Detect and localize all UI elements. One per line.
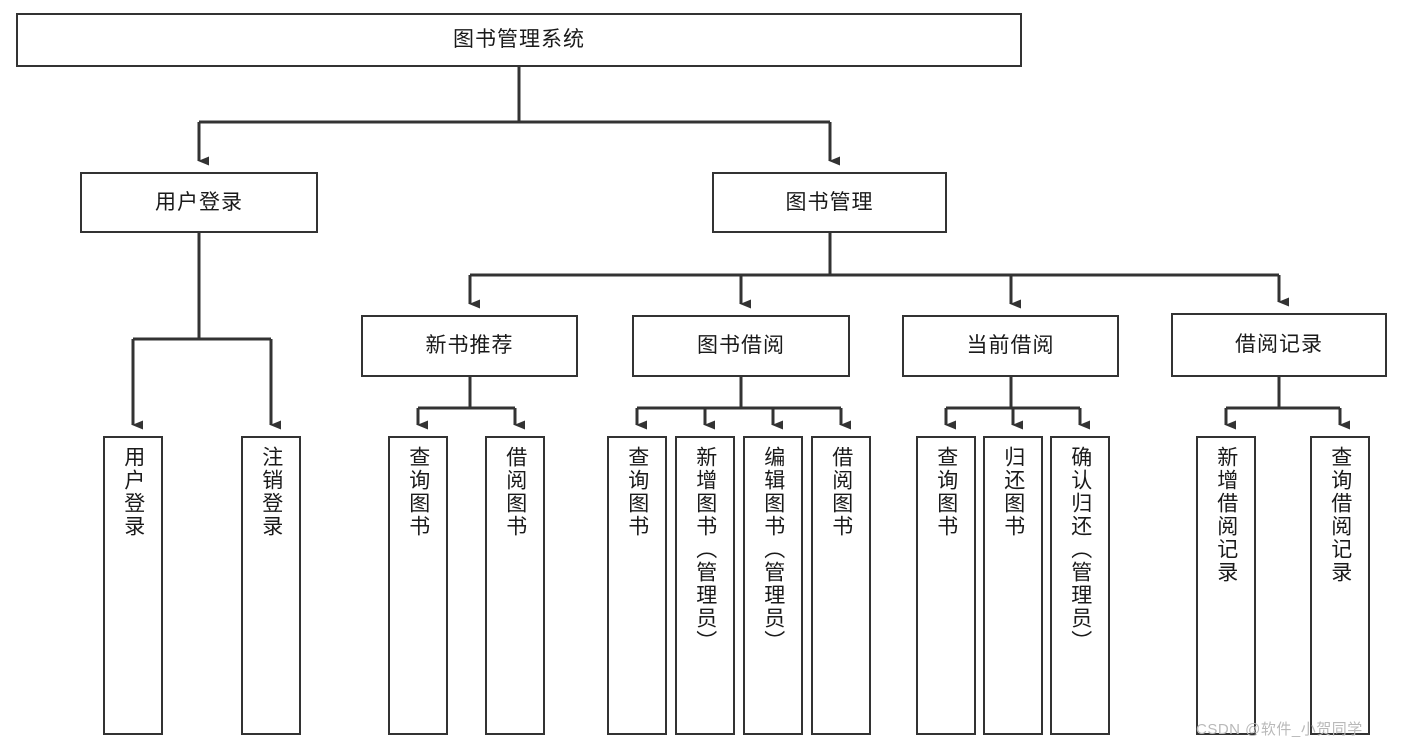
- node-leaf-8[interactable]: 查询图书: [916, 436, 976, 735]
- node-label: 查询图书: [406, 446, 430, 538]
- node-leaf-4[interactable]: 查询图书: [607, 436, 667, 735]
- node-leaf-9[interactable]: 归还图书: [983, 436, 1043, 735]
- node-leaf-6[interactable]: 编辑图书（管理员）: [743, 436, 803, 735]
- node-l2-0[interactable]: 新书推荐: [361, 315, 578, 377]
- node-label: 新增借阅记录: [1214, 446, 1238, 584]
- node-label: 当前借阅: [966, 334, 1055, 358]
- node-leaf-3[interactable]: 借阅图书: [485, 436, 545, 735]
- node-label: 借阅图书: [503, 446, 527, 538]
- node-label: 图书管理系统: [453, 28, 585, 52]
- node-leaf-10[interactable]: 确认归还（管理员）: [1050, 436, 1110, 735]
- csdn-watermark: CSDN @软件_小贺同学: [1196, 721, 1363, 738]
- node-leaf-7[interactable]: 借阅图书: [811, 436, 871, 735]
- node-label: 注销登录: [259, 446, 283, 538]
- node-label: 图书管理: [785, 190, 874, 214]
- node-l2-1[interactable]: 图书借阅: [632, 315, 850, 377]
- node-leaf-12[interactable]: 查询借阅记录: [1310, 436, 1370, 735]
- node-label: 确认归还（管理员）: [1068, 446, 1092, 653]
- node-label: 图书借阅: [697, 334, 785, 358]
- node-root[interactable]: 图书管理系统: [16, 13, 1022, 67]
- node-label: 借阅图书: [829, 446, 853, 538]
- node-l1-0[interactable]: 用户登录: [80, 172, 318, 233]
- node-label: 用户登录: [155, 190, 243, 214]
- node-leaf-0[interactable]: 用户登录: [103, 436, 163, 735]
- node-leaf-11[interactable]: 新增借阅记录: [1196, 436, 1256, 735]
- node-label: 编辑图书（管理员）: [761, 446, 785, 653]
- node-label: 新书推荐: [425, 334, 514, 358]
- node-leaf-5[interactable]: 新增图书（管理员）: [675, 436, 735, 735]
- node-label: 用户登录: [121, 446, 145, 538]
- node-leaf-1[interactable]: 注销登录: [241, 436, 301, 735]
- node-l2-2[interactable]: 当前借阅: [902, 315, 1119, 377]
- node-leaf-2[interactable]: 查询图书: [388, 436, 448, 735]
- node-label: 借阅记录: [1235, 333, 1323, 357]
- node-label: 归还图书: [1001, 446, 1025, 538]
- node-label: 查询借阅记录: [1328, 446, 1352, 584]
- node-label: 查询图书: [625, 446, 649, 538]
- node-l1-1[interactable]: 图书管理: [712, 172, 947, 233]
- node-l2-3[interactable]: 借阅记录: [1171, 313, 1387, 377]
- node-label: 新增图书（管理员）: [693, 446, 717, 653]
- node-label: 查询图书: [934, 446, 958, 538]
